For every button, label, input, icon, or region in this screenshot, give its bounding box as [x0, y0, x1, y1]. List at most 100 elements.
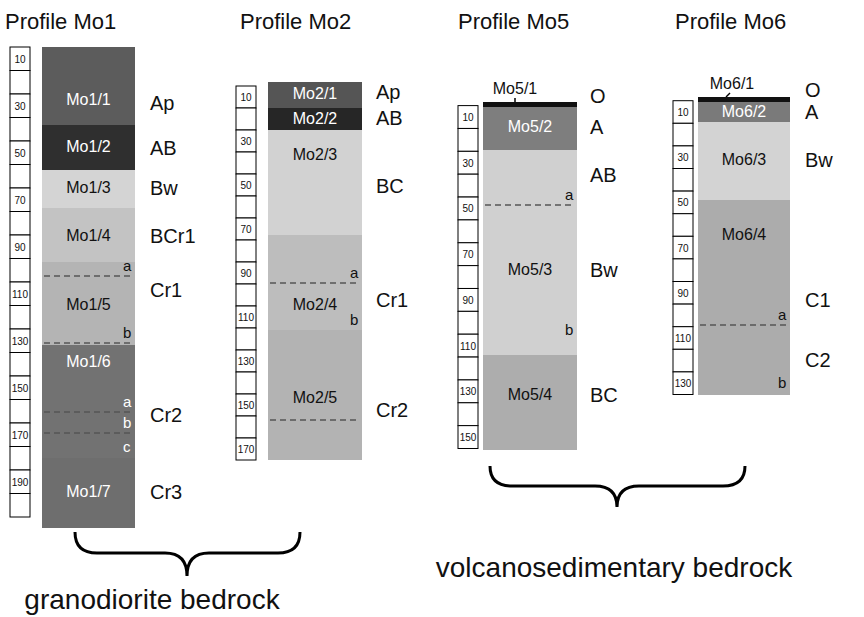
scale-cell [673, 214, 693, 237]
horizon-name: Bw [805, 149, 833, 171]
subsample-letter: b [123, 325, 131, 342]
sample-id: Mo5/2 [508, 118, 552, 136]
scale-cell [458, 151, 478, 174]
scale-cell [236, 240, 256, 262]
sample-id: Mo1/6 [66, 353, 110, 371]
horizon-name: Cr1 [376, 289, 408, 311]
depth-number: 150 [12, 382, 29, 393]
sample-id: Mo5/3 [508, 261, 552, 279]
scale-cell [458, 197, 478, 220]
sample-id: Mo2/3 [293, 146, 337, 164]
scale-cell [458, 426, 478, 449]
scale-cell [10, 447, 30, 471]
depth-number: 130 [12, 335, 29, 346]
depth-number: 70 [14, 194, 25, 205]
soil-horizon-band: Mo1/3 [42, 170, 135, 208]
scale-cell [673, 282, 693, 305]
depth-number: 110 [12, 288, 28, 299]
scale-cell [10, 329, 30, 353]
scale-cell [236, 394, 256, 416]
depth-number: 50 [462, 203, 473, 214]
depth-number: 90 [677, 287, 688, 298]
soil-horizon-band: Mo5/4 [483, 355, 577, 450]
scale-cell [673, 101, 693, 124]
dashed-boundary [485, 204, 575, 206]
scale-cell [10, 259, 30, 283]
scale-cell [10, 165, 30, 189]
soil-profile: Profile Mo6Mo6/1Mo6/2Mo6/3Mo6/4 [698, 97, 790, 395]
sample-id: Mo1/7 [66, 483, 110, 501]
horizon-name: Cr2 [376, 399, 408, 421]
scale-cell [673, 349, 693, 372]
scale-cell [10, 494, 30, 518]
horizon-name: Ap [376, 81, 400, 103]
depth-number: 30 [677, 152, 688, 163]
horizon-name: BCr1 [150, 225, 196, 247]
boundary-lines [483, 150, 577, 355]
scale-cell [458, 403, 478, 426]
scale-cell [236, 108, 256, 130]
scale-cell [10, 188, 30, 212]
scale-cell [10, 118, 30, 142]
scale-cell [10, 306, 30, 330]
subsample-letter: a [123, 258, 131, 275]
scale-cell [458, 266, 478, 289]
sample-id: Mo2/5 [293, 389, 337, 407]
scale-cell [236, 284, 256, 306]
scale-cell [236, 174, 256, 196]
subsample-letter: a [778, 307, 786, 324]
scale-cell [673, 169, 693, 192]
profile-title: Profile Mo1 [5, 10, 116, 34]
dashed-boundary [700, 324, 788, 326]
scale-cell [458, 311, 478, 334]
dashed-boundary [270, 419, 360, 421]
scale-cell [10, 47, 30, 71]
horizon-name: Bw [590, 259, 618, 281]
depth-number: 110 [460, 340, 476, 351]
depth-number: 90 [462, 294, 473, 305]
depth-number: 90 [14, 241, 25, 252]
sample-id: Mo1/4 [66, 227, 110, 245]
dashed-boundary [44, 342, 133, 344]
bedrock-label: granodiorite bedrock [24, 585, 279, 616]
depth-number: 170 [12, 429, 29, 440]
scale-cell [458, 357, 478, 380]
horizon-name: BC [590, 384, 618, 406]
depth-number: 70 [240, 224, 251, 235]
horizon-name: Cr3 [150, 481, 182, 503]
depth-number: 90 [240, 268, 251, 279]
subsample-letter: a [123, 394, 131, 411]
depth-number: 130 [675, 378, 692, 389]
subsample-letter: b [778, 375, 786, 392]
sample-id: Mo1/5 [66, 296, 110, 314]
scale-cell [673, 123, 693, 146]
scale-cell [236, 262, 256, 284]
scale-cell [10, 94, 30, 118]
depth-number: 150 [238, 400, 255, 411]
soil-profile: Profile Mo2Mo2/1Mo2/2Mo2/3Mo2/4Mo2/5 [268, 82, 362, 460]
scale-cell [458, 334, 478, 357]
depth-number: 70 [677, 242, 688, 253]
depth-number: 50 [677, 197, 688, 208]
horizon-name: Cr2 [150, 404, 182, 426]
profile-title: Profile Mo6 [675, 10, 786, 34]
depth-number: 10 [14, 53, 25, 64]
soil-horizon-band: Mo5/3 [483, 150, 577, 355]
scale-cell [236, 86, 256, 108]
scale-cell [458, 128, 478, 151]
dashed-boundary [44, 432, 133, 434]
scale-cell [10, 376, 30, 400]
scale-cell [236, 350, 256, 372]
soil-horizon-band: Mo1/4 [42, 208, 135, 262]
dashed-boundary [44, 411, 133, 413]
scale-cell [236, 438, 256, 460]
depth-number: 50 [14, 147, 25, 158]
scale-cell [10, 235, 30, 259]
dashed-boundary [44, 275, 133, 277]
soil-horizon-band: Mo1/1 [42, 47, 135, 125]
scale-cell [673, 259, 693, 282]
soil-horizon-band: Mo5/2 [483, 107, 577, 150]
depth-number: 10 [462, 112, 473, 123]
soil-profile: Profile Mo1Mo1/1Mo1/2Mo1/3Mo1/4Mo1/5Mo1/… [42, 47, 135, 528]
